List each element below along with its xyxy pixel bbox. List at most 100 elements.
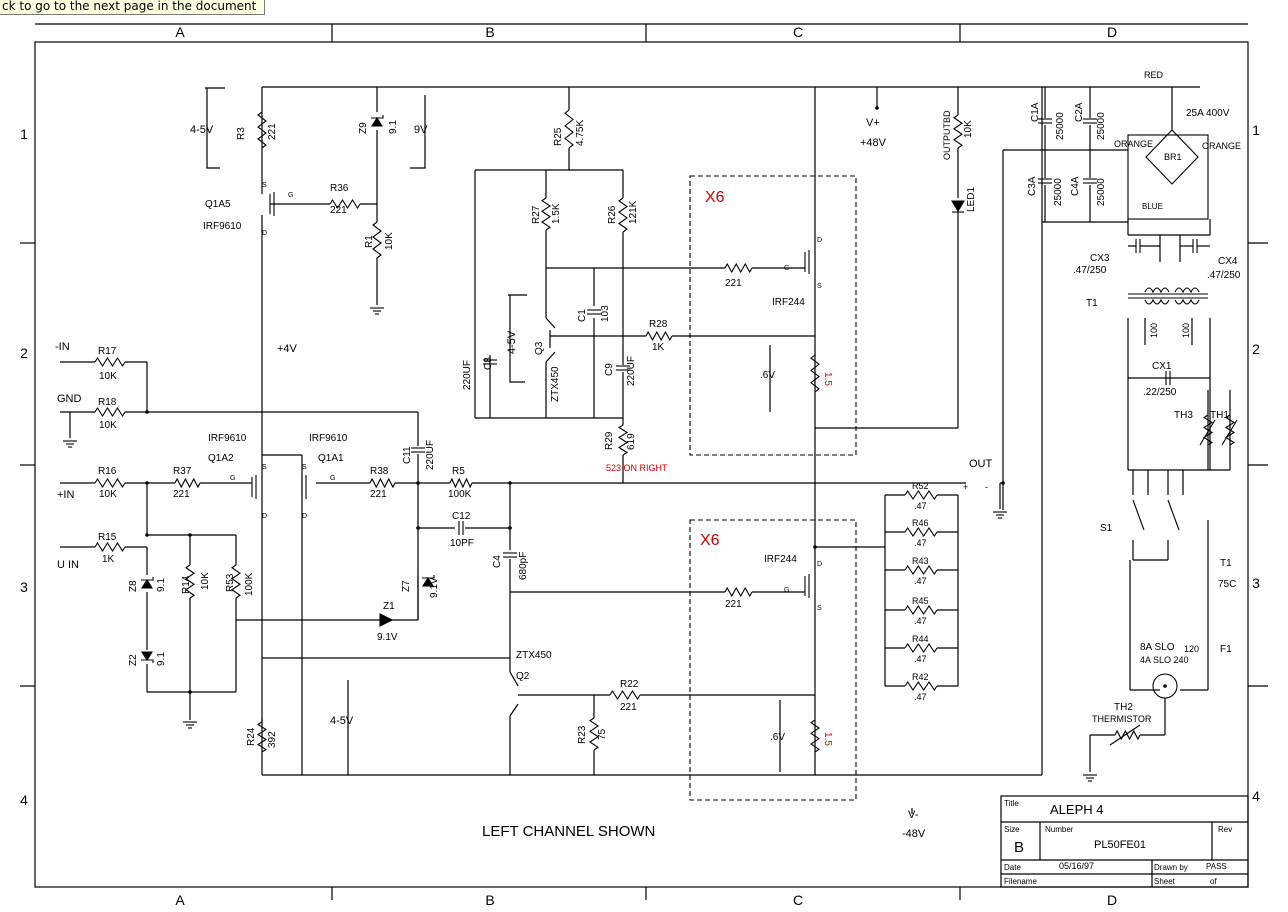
r23-label: R23 [577,725,588,744]
column-label: C [793,24,803,40]
irf244-bot: IRF244 [764,554,797,565]
bracket-4-5v [205,87,225,169]
r43-label: R43 [912,556,929,566]
junction-dot [145,410,149,414]
transformer-winding [1144,298,1170,305]
out-plus: + [963,482,968,492]
drawn-label: Drawn by [1154,863,1188,872]
r27-value: 1.5K [551,203,562,224]
c4-value: 680pF [518,552,529,580]
cx4-value: .47/250 [1207,270,1241,281]
resistor-r25 [564,109,574,149]
junction-dot [145,481,149,485]
t1b-value: 75C [1218,579,1236,590]
r15-top: 1.5 [822,372,833,386]
resistor-r17 [94,356,126,368]
q1a2-label: Q1A2 [208,453,234,464]
label: D [817,561,822,568]
zener-z2 [141,659,154,663]
r27-label: R27 [531,205,542,224]
orange-left: ORANGE [1114,139,1153,149]
left-channel-label: LEFT CHANNEL SHOWN [482,823,655,840]
r3-value: 221 [267,123,278,140]
wire [545,351,556,363]
switch-s1 [1132,499,1145,531]
pin-s: S [262,182,267,189]
irf9610-a: IRF9610 [208,433,247,444]
junction-dot [1001,481,1005,485]
z2-value: 9.1 [156,652,167,666]
r18-value: 10K [99,420,117,431]
column-label: A [175,892,185,908]
voltage-9v: 9V [414,124,428,136]
c4-label: C4 [492,555,503,568]
v06-top: .6V [760,370,775,381]
number-label: Number [1045,825,1074,834]
r29-label: R29 [604,431,615,450]
out-label: OUT [969,458,993,470]
c9-label: C9 [604,363,615,376]
zener-z2 [141,651,153,662]
r22-label: R22 [620,679,639,690]
q1a5-part: IRF9610 [203,221,242,232]
z9-value: 9.1 [388,120,399,134]
c2a-label: C2A [1074,102,1085,122]
thermistor-slash [1199,419,1216,446]
r38-value: 221 [370,489,387,500]
r29-value: 619 [626,433,637,450]
r42-value: .47 [914,692,927,702]
junction-dot [145,533,149,537]
r26-label: R26 [607,205,618,224]
zener-z8 [141,577,154,581]
cx1-value: .22/250 [1143,387,1177,398]
r5-label: R5 [452,466,465,477]
junction-dot [508,526,512,530]
thermistor-th3 [1202,414,1214,446]
label: D [817,237,822,244]
label: S [817,283,822,290]
voltage-4-5v-bot: 4-5V [330,715,354,727]
th2-label: TH2 [1114,702,1133,713]
f1-rating-240: 4A SLO 240 [1140,655,1189,665]
bracket-4-5v-q3 [508,294,527,383]
zener-z7 [422,575,435,579]
u-in-label: U IN [57,559,79,571]
led1 [951,200,965,213]
label: G [784,587,789,594]
junction-dot [416,481,420,485]
rev-label: Rev [1218,825,1232,834]
z7-label: Z7 [401,580,412,592]
t1-label: T1 [1086,298,1098,309]
r5-value: 100K [448,489,472,500]
outputbd-label: OUTPUTBD [942,110,952,160]
resistor-r44 [904,643,938,653]
zener-z7 [422,576,434,587]
z8-value: 9.1 [156,578,167,592]
r10k-value: 10K [963,120,974,138]
bridge-frame [1127,134,1209,220]
x6-bottom-box [689,519,857,801]
title-block [1000,795,1249,888]
junction-dot [508,481,512,485]
c11-value: 220UF [425,440,436,470]
th1-label: TH1 [1210,410,1229,421]
label: S [262,464,267,471]
c1a-value: 25000 [1055,112,1066,140]
q3-label: Q3 [534,341,545,355]
resistor-r5 [449,477,473,489]
wire [545,317,556,329]
t1b-label: T1 [1220,558,1232,569]
c11-label: C11 [402,446,413,464]
pin-g: G [288,192,293,199]
c8-value: 220UF [462,360,473,390]
c4a-value: 25000 [1096,178,1107,206]
c4a-label: C4A [1070,176,1081,196]
irf244-top: IRF244 [772,297,805,308]
resistor-r38 [369,477,396,489]
out-minus: - [985,482,988,492]
r29-note: 523 ON RIGHT [606,463,668,473]
vminus-value: -48V [902,828,926,840]
r14-label: R14 [181,575,192,594]
r16-value: 10K [99,489,117,500]
